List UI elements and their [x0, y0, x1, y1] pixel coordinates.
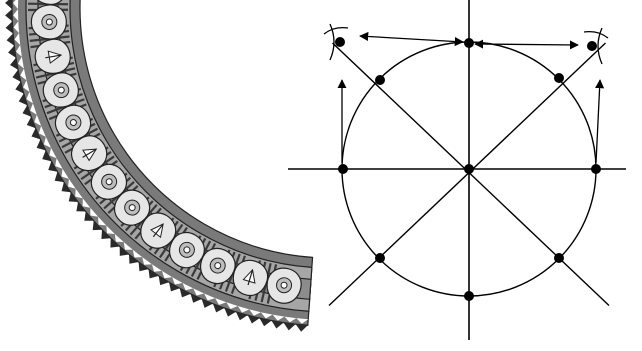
point-arc-right: [587, 41, 597, 51]
point-lower-left: [375, 253, 385, 263]
point-left: [338, 164, 348, 174]
diagonal-line-1: [333, 43, 610, 306]
point-lower-right: [554, 253, 564, 263]
point-bottom: [464, 291, 474, 301]
point-upper-left: [375, 75, 385, 85]
arc-mark-right-b: [584, 32, 608, 38]
arrow-top-to-left-mark: [360, 36, 463, 42]
diagonal-line-2: [329, 43, 606, 306]
point-top: [464, 38, 474, 48]
point-upper-right: [554, 73, 564, 83]
point-arc-left: [335, 37, 345, 47]
center-point: [464, 164, 474, 174]
arrow-top-to-right-mark: [475, 44, 578, 45]
arc-mark-left-b: [324, 28, 348, 34]
point-right: [591, 164, 601, 174]
arrow-right-up: [596, 80, 600, 163]
